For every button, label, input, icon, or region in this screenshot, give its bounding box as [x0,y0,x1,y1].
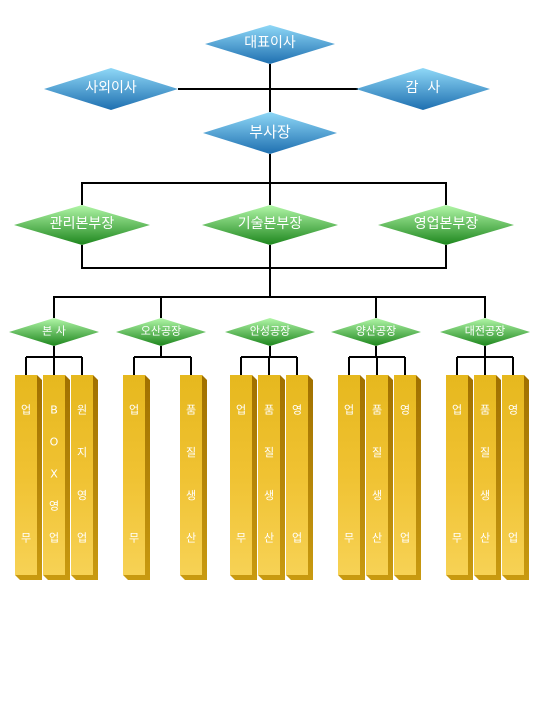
dept-char: 업 [508,532,518,545]
dept-column: 업무 [230,375,257,580]
site-node-1: 본 사 [9,318,99,346]
site-label: 안성공장 [250,325,290,338]
sites-layer: 본 사업무BOX영업원지영업오산공장업무품질생산안성공장업무품질생산영업양산공장… [9,318,530,580]
dept-char: 질 [264,446,274,459]
dept-column: 업무 [446,375,473,580]
dept-char: 질 [186,446,196,459]
division-admin-label: 관리본부장 [50,216,115,232]
dept-column: 영업 [502,375,529,580]
dept-char: 업 [236,404,246,417]
ceo-node: 대표이사 [205,25,335,64]
dept-char: 산 [264,532,274,545]
dept-char: 품 [264,404,274,417]
dept-char: 무 [129,532,139,545]
dept-char: X [50,468,58,481]
dept-char: 영 [508,404,518,417]
dept-char: 업 [129,404,139,417]
dept-char: 업 [77,532,87,545]
dept-char: 업 [344,404,354,417]
dept-char: 영 [292,404,302,417]
dept-char: 산 [480,532,490,545]
dept-char: 업 [49,532,59,545]
dept-char: O [50,436,59,449]
site-node-2: 오산공장 [116,318,206,346]
dept-column: 업무 [123,375,150,580]
dept-char: 영 [49,500,59,513]
dept-char: 생 [372,489,382,502]
site-label: 양산공장 [356,325,396,338]
dept-char: 업 [292,532,302,545]
dept-char: 원 [77,404,87,417]
site-node-3: 안성공장 [225,318,315,346]
dept-column: 업무 [15,375,42,580]
site-node-4: 양산공장 [331,318,421,346]
dept-char: 무 [452,532,462,545]
dept-char: 영 [400,404,410,417]
site-node-5: 대전공장 [440,318,530,346]
dept-char: 업 [21,404,31,417]
division-tech-label: 기술본부장 [238,216,303,232]
division-sales-node: 영업본부장 [378,205,514,245]
dept-char: 생 [264,489,274,502]
dept-column: 영업 [394,375,421,580]
division-admin-node: 관리본부장 [14,205,150,245]
dept-column: 업무 [338,375,365,580]
dept-char: 무 [21,532,31,545]
ceo-label: 대표이사 [244,35,296,51]
auditor-node: 감 사 [356,68,490,110]
site-label: 오산공장 [141,325,181,338]
dept-char: 생 [480,489,490,502]
dept-char: 지 [77,446,87,459]
dept-char: 무 [344,532,354,545]
vice-president-node: 부사장 [203,112,337,154]
dept-char: 영 [77,489,87,502]
site-label: 대전공장 [465,325,505,338]
dept-char: B [50,404,58,417]
dept-char: 품 [480,404,490,417]
dept-char: 업 [400,532,410,545]
dept-char: 산 [372,532,382,545]
dept-char: 업 [452,404,462,417]
division-tech-node: 기술본부장 [202,205,338,245]
dept-char: 품 [186,404,196,417]
dept-char: 산 [186,532,196,545]
dept-char: 생 [186,489,196,502]
dept-char: 품 [372,404,382,417]
dept-char: 질 [372,446,382,459]
connector-lines [53,64,486,318]
outside-director-node: 사외이사 [44,68,178,110]
dept-column: 영업 [286,375,313,580]
dept-char: 질 [480,446,490,459]
dept-column: B O X 영업 [43,375,70,580]
dept-char: 무 [236,532,246,545]
site-connector-lines [25,346,514,375]
site-label: 본 사 [42,325,66,338]
division-sales-label: 영업본부장 [414,216,479,232]
auditor-label: 감 사 [406,80,441,96]
vice-president-label: 부사장 [249,123,291,141]
outside-director-label: 사외이사 [85,80,137,96]
